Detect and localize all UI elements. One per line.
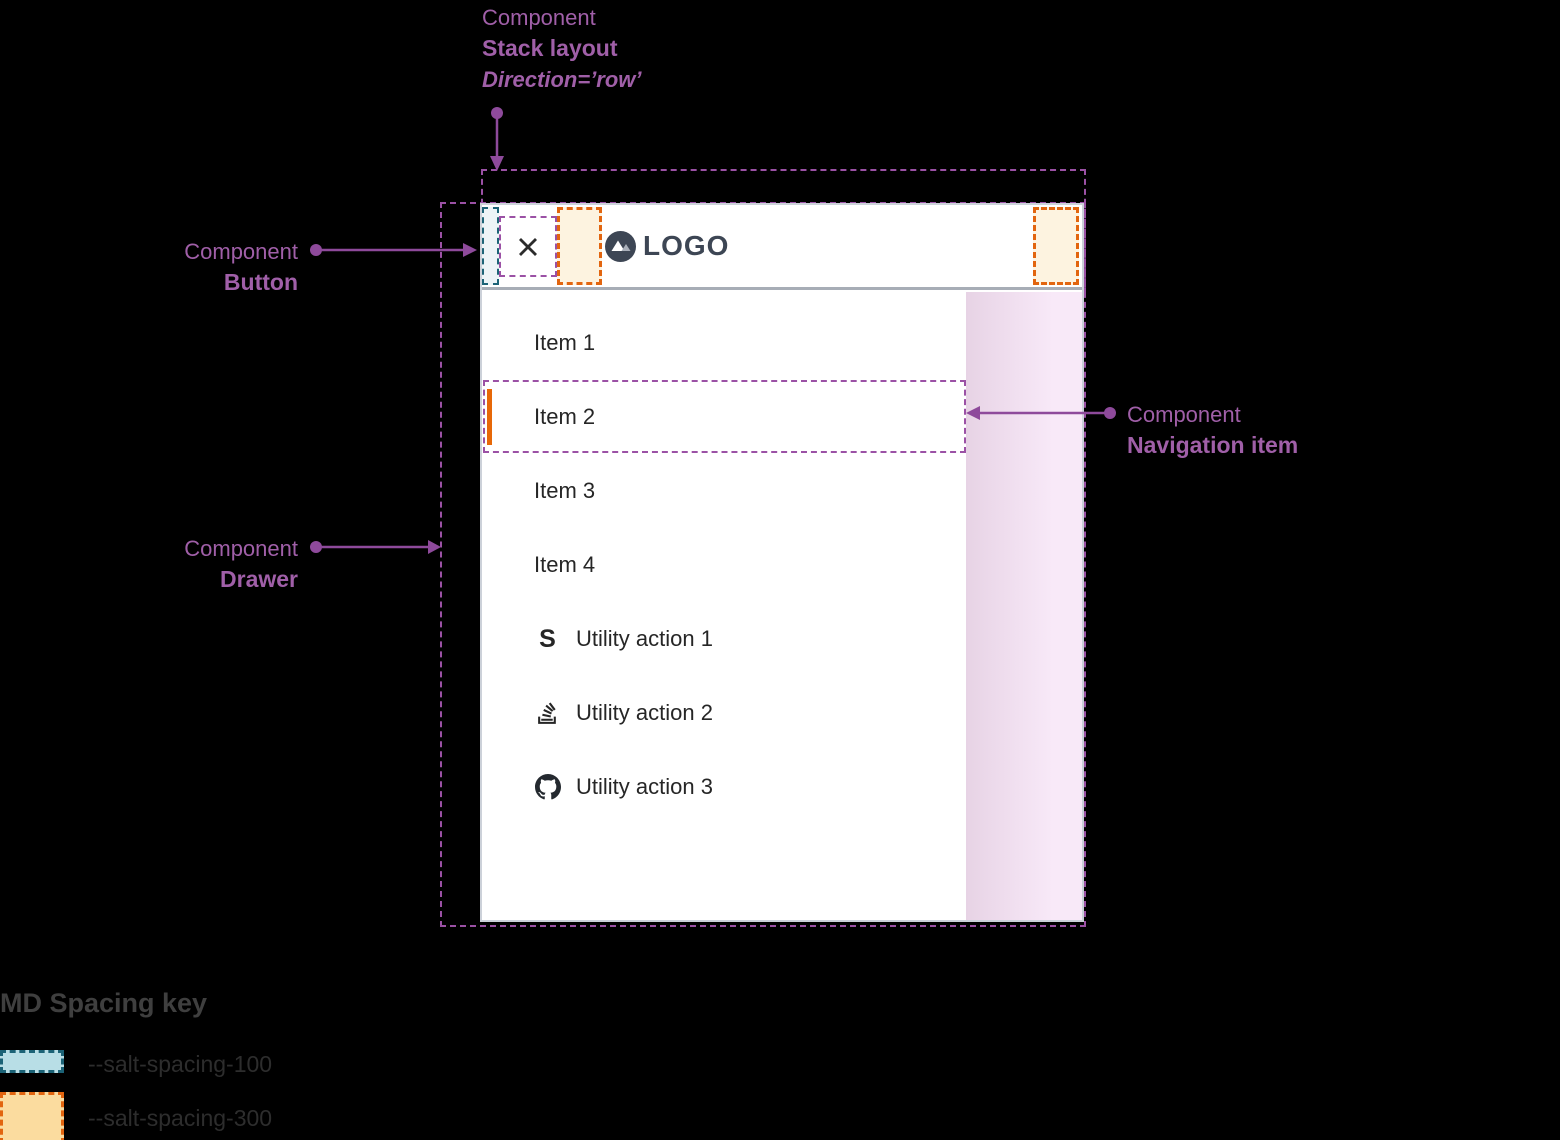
- annotation-nav-item: Component Navigation item: [1127, 399, 1298, 461]
- close-icon: [519, 237, 537, 256]
- annotation-line: Component: [184, 239, 298, 264]
- logo: LOGO: [605, 205, 729, 287]
- utility-action-3[interactable]: Utility action 3: [482, 750, 966, 824]
- nav-item-4[interactable]: Item 4: [482, 528, 966, 602]
- active-item-indicator: [487, 389, 492, 445]
- drawer-body: Item 1 Item 2 Item 3 Item 4 S Utility ac…: [482, 290, 1082, 920]
- spacing-100-strip: [482, 207, 499, 285]
- utility-label: Utility action 3: [576, 774, 713, 799]
- nav-item-1[interactable]: Item 1: [482, 306, 966, 380]
- utility-action-2[interactable]: Utility action 2: [482, 676, 966, 750]
- annotation-line: Component: [1127, 402, 1241, 427]
- nav-item-2-active[interactable]: Item 2: [482, 380, 966, 454]
- stackoverflow-icon: [534, 700, 561, 727]
- annotation-line: Direction=’row’: [482, 67, 642, 92]
- annotation-button: Component Button: [100, 236, 298, 298]
- spacing-300-label: --salt-spacing-300: [88, 1105, 273, 1131]
- s-letter-icon: S: [539, 624, 556, 653]
- spacing-100-swatch: [0, 1050, 64, 1073]
- close-button[interactable]: [499, 216, 557, 277]
- nav-item-label: Item 1: [534, 330, 596, 355]
- annotation-line: Stack layout: [482, 35, 618, 61]
- spacing-key-title: MD Spacing key: [0, 988, 208, 1018]
- drawer-header: LOGO: [482, 205, 1082, 290]
- spacing-300-strip-right: [1033, 207, 1079, 285]
- annotation-line: Drawer: [220, 566, 298, 592]
- nav-item-label: Item 2: [534, 404, 596, 429]
- nav-item-label: Item 4: [534, 552, 596, 577]
- utility-label: Utility action 2: [576, 700, 713, 725]
- annotation-line: Component: [482, 5, 596, 30]
- annotation-line: Button: [223, 269, 298, 295]
- utility-label: Utility action 1: [576, 626, 713, 651]
- spacing-100-label: --salt-spacing-100: [88, 1051, 273, 1077]
- content-scrim: [966, 292, 1082, 920]
- annotation-line: Component: [184, 536, 298, 561]
- annotation-line: Navigation item: [1127, 432, 1299, 458]
- logo-text: LOGO: [643, 230, 730, 261]
- utility-action-1[interactable]: S Utility action 1: [482, 602, 966, 676]
- logo-mountain-icon: [605, 230, 636, 262]
- annotation-stack-layout: Component Stack layout Direction=’row’: [482, 2, 642, 95]
- annotation-drawer: Component Drawer: [100, 533, 298, 595]
- spacing-300-swatch: [0, 1092, 64, 1140]
- nav-item-label: Item 3: [534, 478, 596, 503]
- nav-list: Item 1 Item 2 Item 3 Item 4 S Utility ac…: [482, 306, 966, 824]
- pointer-stack-layout: [490, 107, 504, 171]
- drawer-panel: LOGO Item 1 Item 2 Item 3 Item 4: [480, 203, 1084, 922]
- spacing-300-strip-left: [557, 207, 602, 285]
- nav-item-3[interactable]: Item 3: [482, 454, 966, 528]
- github-icon: [534, 774, 561, 801]
- navigation-item-outline: [483, 380, 966, 453]
- pointer-drawer: [310, 540, 441, 554]
